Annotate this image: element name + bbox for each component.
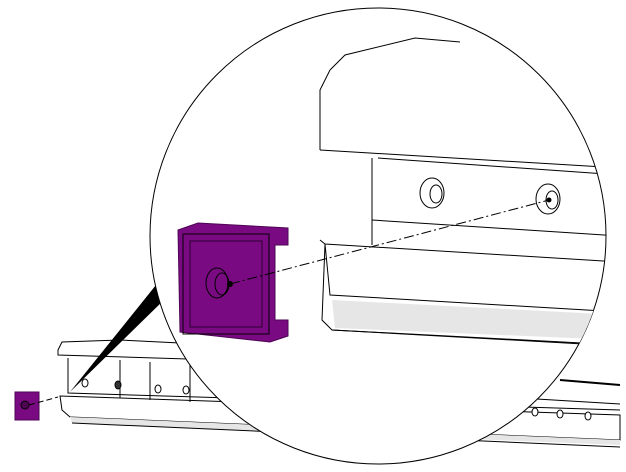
end-cap-small xyxy=(14,391,59,421)
end-cap xyxy=(177,222,289,343)
center-line xyxy=(229,199,550,285)
callout-pointer xyxy=(70,280,168,392)
detail-magnifier-circle xyxy=(149,7,607,465)
